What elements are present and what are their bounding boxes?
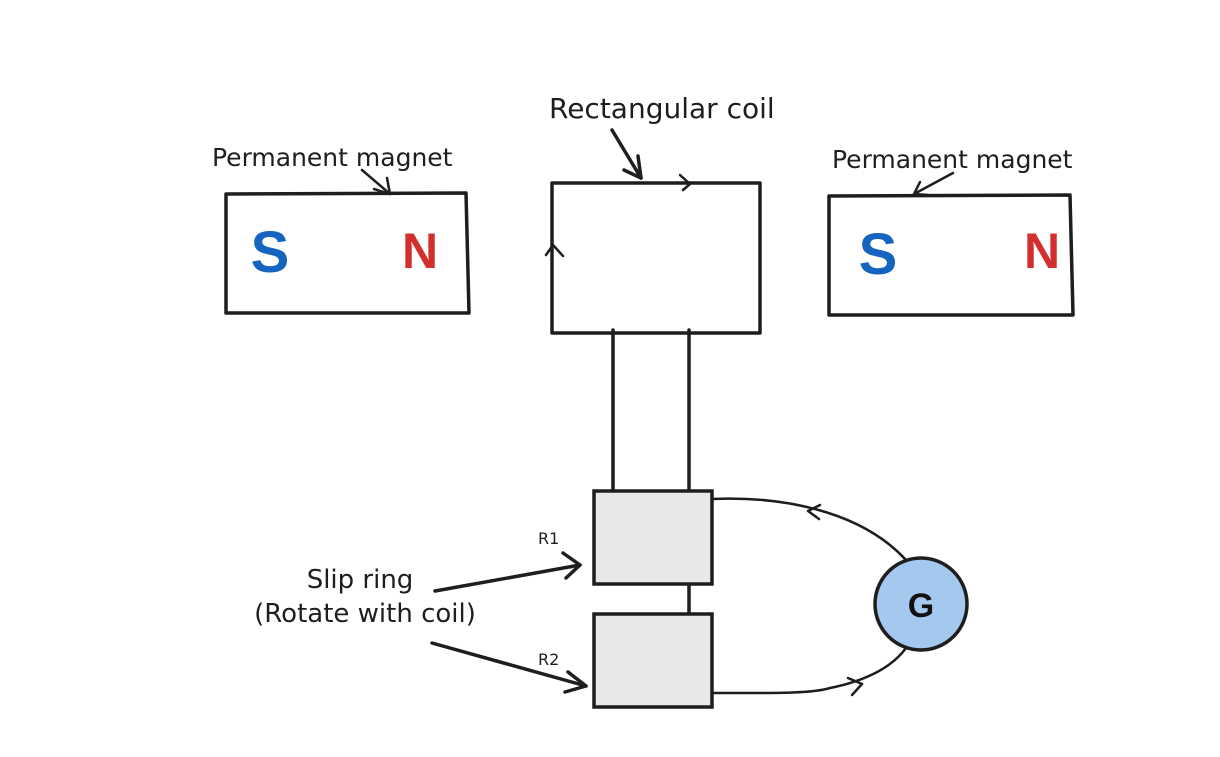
magnet-left-pointer-arrow	[360, 168, 392, 196]
magnet-left-south: S	[251, 220, 290, 285]
magnet-left-label: Permanent magnet	[212, 143, 453, 172]
magnet-right-pointer-arrow	[912, 171, 955, 197]
slip-ring-pointer-arrow-r2	[430, 641, 588, 694]
magnet-left-north: N	[402, 223, 438, 279]
coil-label: Rectangular coil	[549, 92, 775, 125]
magnet-right-south: S	[859, 222, 898, 287]
magnet-right-label: Permanent magnet	[832, 145, 1073, 174]
slip-ring-pointer-arrow-r1	[433, 551, 582, 593]
coil-current-arrow-top	[678, 173, 692, 192]
coil-pointer-arrow	[610, 128, 643, 180]
magnet-right: S N	[827, 193, 1075, 317]
slip-ring-label-line1: Slip ring	[307, 565, 414, 595]
magnet-right-body	[827, 193, 1075, 317]
slip-ring-label-line2: (Rotate with coil)	[254, 599, 476, 629]
galvanometer-body	[873, 556, 969, 652]
slip-ring-r1-label: R1	[538, 529, 559, 548]
magnet-right-north: N	[1024, 223, 1060, 279]
circuit-wire-bottom	[710, 646, 908, 695]
magnet-left: S N	[224, 191, 471, 315]
coil-body	[550, 181, 762, 335]
circuit-current-arrow-bottom	[846, 676, 864, 697]
galvanometer: G	[873, 556, 969, 652]
circuit-wire-top	[710, 497, 908, 562]
slip-ring-r1	[592, 489, 714, 586]
coil-current-arrow-left	[544, 243, 565, 258]
slip-ring-r2	[592, 612, 714, 709]
slip-ring-r2-label: R2	[538, 650, 559, 669]
circuit-current-arrow-top	[806, 503, 822, 521]
galvanometer-label: G	[908, 587, 934, 625]
rectangular-coil	[544, 173, 762, 335]
